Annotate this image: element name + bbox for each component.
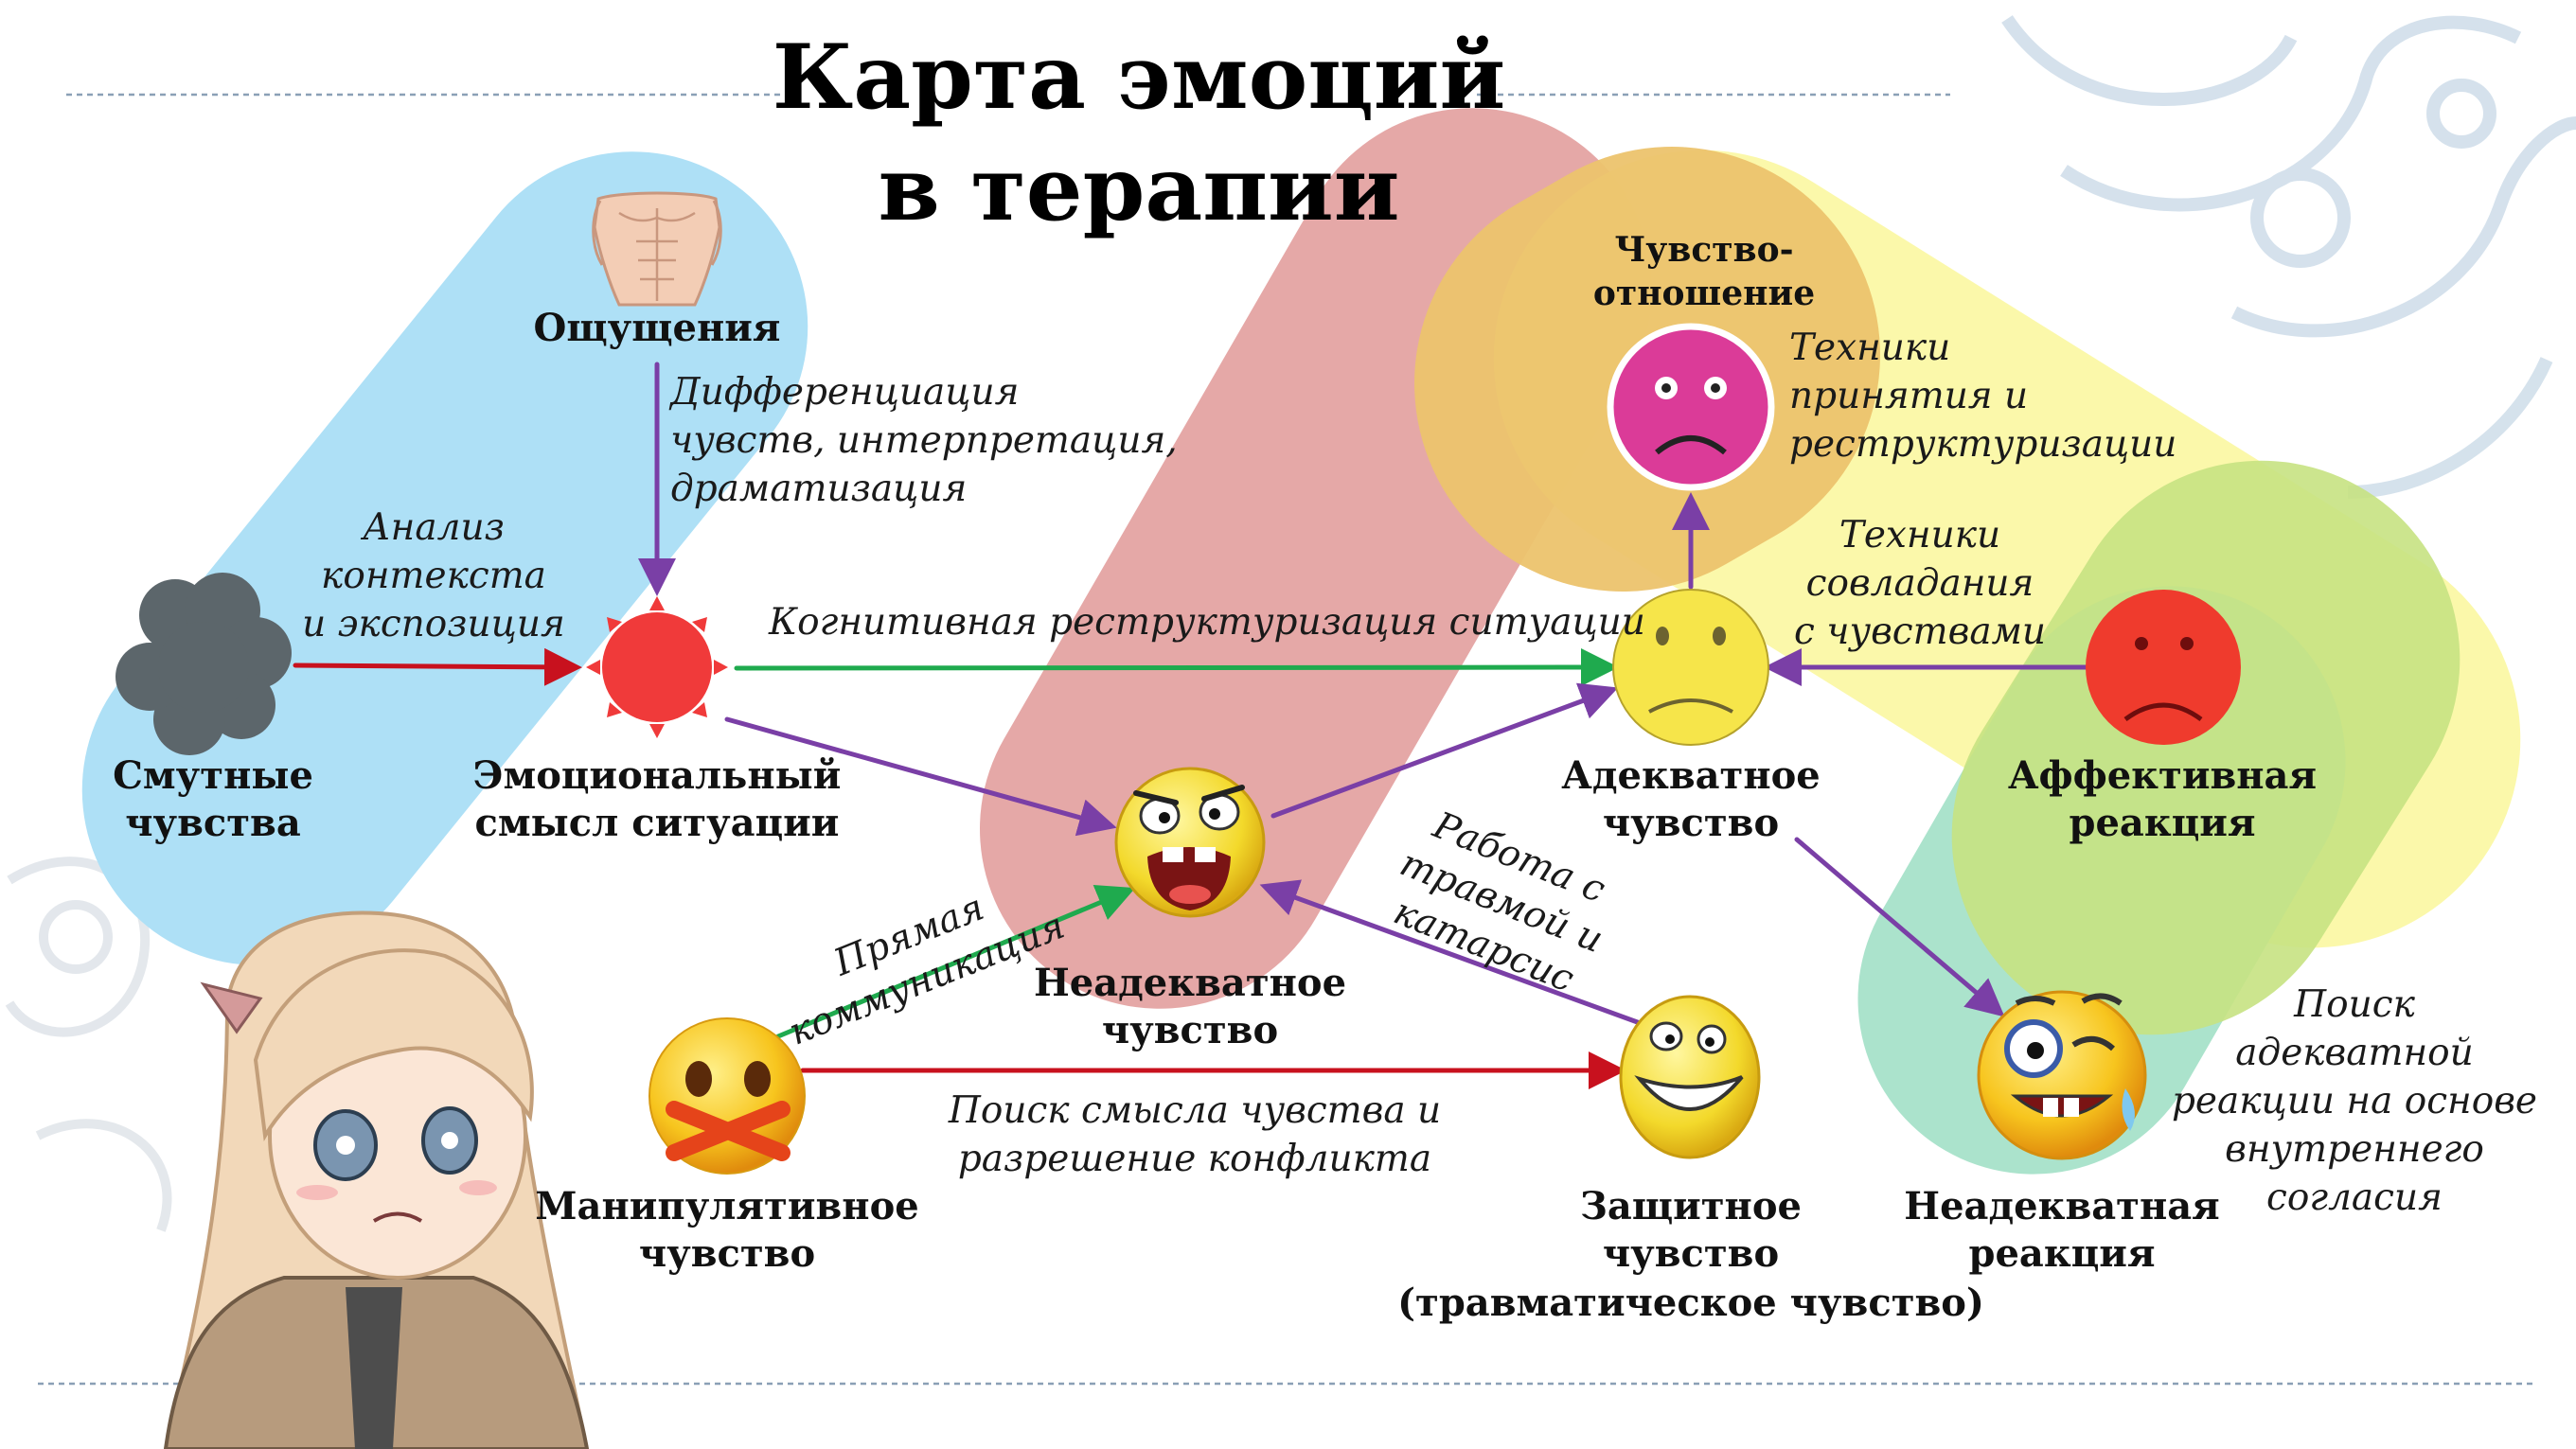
label-meaning-search-line-1: Поиск смысла чувства и xyxy=(948,1089,1441,1132)
label-analysis-line-2: контекста xyxy=(321,555,546,597)
label-acceptance-line-3: реструктуризации xyxy=(1789,423,2176,466)
arrow-meaning-to-inadequate xyxy=(724,716,1117,837)
title-line-1: Карта эмоций xyxy=(773,26,1506,130)
arrow-defensive-to-inadequate xyxy=(1259,879,1645,1027)
anime-girl-illustration xyxy=(163,910,590,1449)
band-blue xyxy=(81,151,808,965)
arrow-meaning-to-adequate xyxy=(734,648,1619,687)
cloud-icon xyxy=(115,573,292,755)
node-emotional-meaning-line-2: смысл ситуации xyxy=(475,801,840,845)
label-coping-line-1: Техники xyxy=(1839,514,2000,557)
label-coping-line-3: с чувствами xyxy=(1794,610,2046,653)
crazy-face-icon xyxy=(1977,990,2147,1160)
label-adequate-search-line-4: внутреннего xyxy=(2225,1128,2484,1171)
red-sun-icon xyxy=(586,596,728,738)
label-acceptance-line-1: Техники xyxy=(1789,327,1950,369)
neutral-face-icon xyxy=(1612,589,1769,746)
node-affective-line-1: Аффективная xyxy=(2008,753,2317,798)
angry-face-icon xyxy=(1114,767,1266,918)
node-adequate-feeling-line-1: Адекватное xyxy=(1561,753,1820,798)
label-cognitive-restructuring: Когнитивная реструктуризация ситуации xyxy=(768,601,1645,644)
label-adequate-search-line-3: реакции на основе xyxy=(2172,1080,2537,1122)
node-vague-line-1: Смутные xyxy=(113,753,313,798)
node-inadequate-reaction-line-1: Неадекватная xyxy=(1904,1184,2219,1228)
label-adequate-search-line-1: Поиск xyxy=(2293,983,2415,1026)
label-analysis-line-1: Анализ xyxy=(360,506,505,549)
node-sensations: Ощущения xyxy=(534,306,781,350)
grin-face-icon xyxy=(1619,995,1761,1159)
label-analysis-line-3: и экспозиция xyxy=(302,603,565,645)
node-attitude-line-1: Чувство- xyxy=(1614,230,1793,270)
torso-icon xyxy=(592,191,722,307)
label-differentiation-line-2: чувств, интерпретация, xyxy=(670,419,1178,462)
node-inadequate-feeling-line-2: чувство xyxy=(1102,1008,1278,1052)
label-adequate-search-line-5: согласия xyxy=(2266,1176,2443,1219)
node-inadequate-feeling-line-1: Неадекватное xyxy=(1034,961,1346,1005)
node-defensive-line-3: (травматическое чувство) xyxy=(1397,1281,1984,1325)
node-adequate-feeling-line-2: чувство xyxy=(1603,801,1779,845)
label-differentiation-line-1: Дифференциация xyxy=(668,371,1019,414)
band-green xyxy=(1951,460,2461,1035)
arrow-inadequate-to-adequate xyxy=(1270,682,1619,819)
taped-mouth-face-icon xyxy=(648,1017,806,1175)
node-defensive-line-2: чувство xyxy=(1603,1231,1779,1276)
swirl-ornament-top-right xyxy=(2001,15,2576,499)
label-differentiation-line-3: драматизация xyxy=(670,468,967,510)
sad-magenta-face-icon xyxy=(1607,323,1775,491)
label-meaning-search-line-2: разрешение конфликта xyxy=(958,1138,1431,1180)
node-manipulative-line-1: Манипулятивное xyxy=(535,1184,918,1228)
title-line-2: в терапии xyxy=(879,137,1400,241)
label-coping-line-2: совладания xyxy=(1806,562,2034,605)
swirl-ornament-left xyxy=(5,857,172,1232)
node-defensive-line-1: Защитное xyxy=(1580,1184,1802,1228)
sad-red-face-icon xyxy=(2086,590,2241,745)
label-adequate-search-line-2: адекватной xyxy=(2235,1032,2474,1074)
node-affective-line-2: реакция xyxy=(2070,801,2256,845)
arrow-adequate-to-inadequate-reaction xyxy=(1794,837,2005,1017)
label-acceptance-line-2: принятия и xyxy=(1789,375,2028,417)
node-inadequate-reaction-line-2: реакция xyxy=(1969,1231,2156,1276)
arrow-manipulative-to-inadequate xyxy=(775,885,1136,1039)
node-vague-line-2: чувства xyxy=(125,801,301,845)
node-manipulative-line-2: чувство xyxy=(639,1231,815,1276)
arrow-vague-to-meaning xyxy=(293,647,582,686)
node-attitude-line-2: отношение xyxy=(1593,274,1815,313)
node-emotional-meaning-line-1: Эмоциональный xyxy=(473,753,842,798)
